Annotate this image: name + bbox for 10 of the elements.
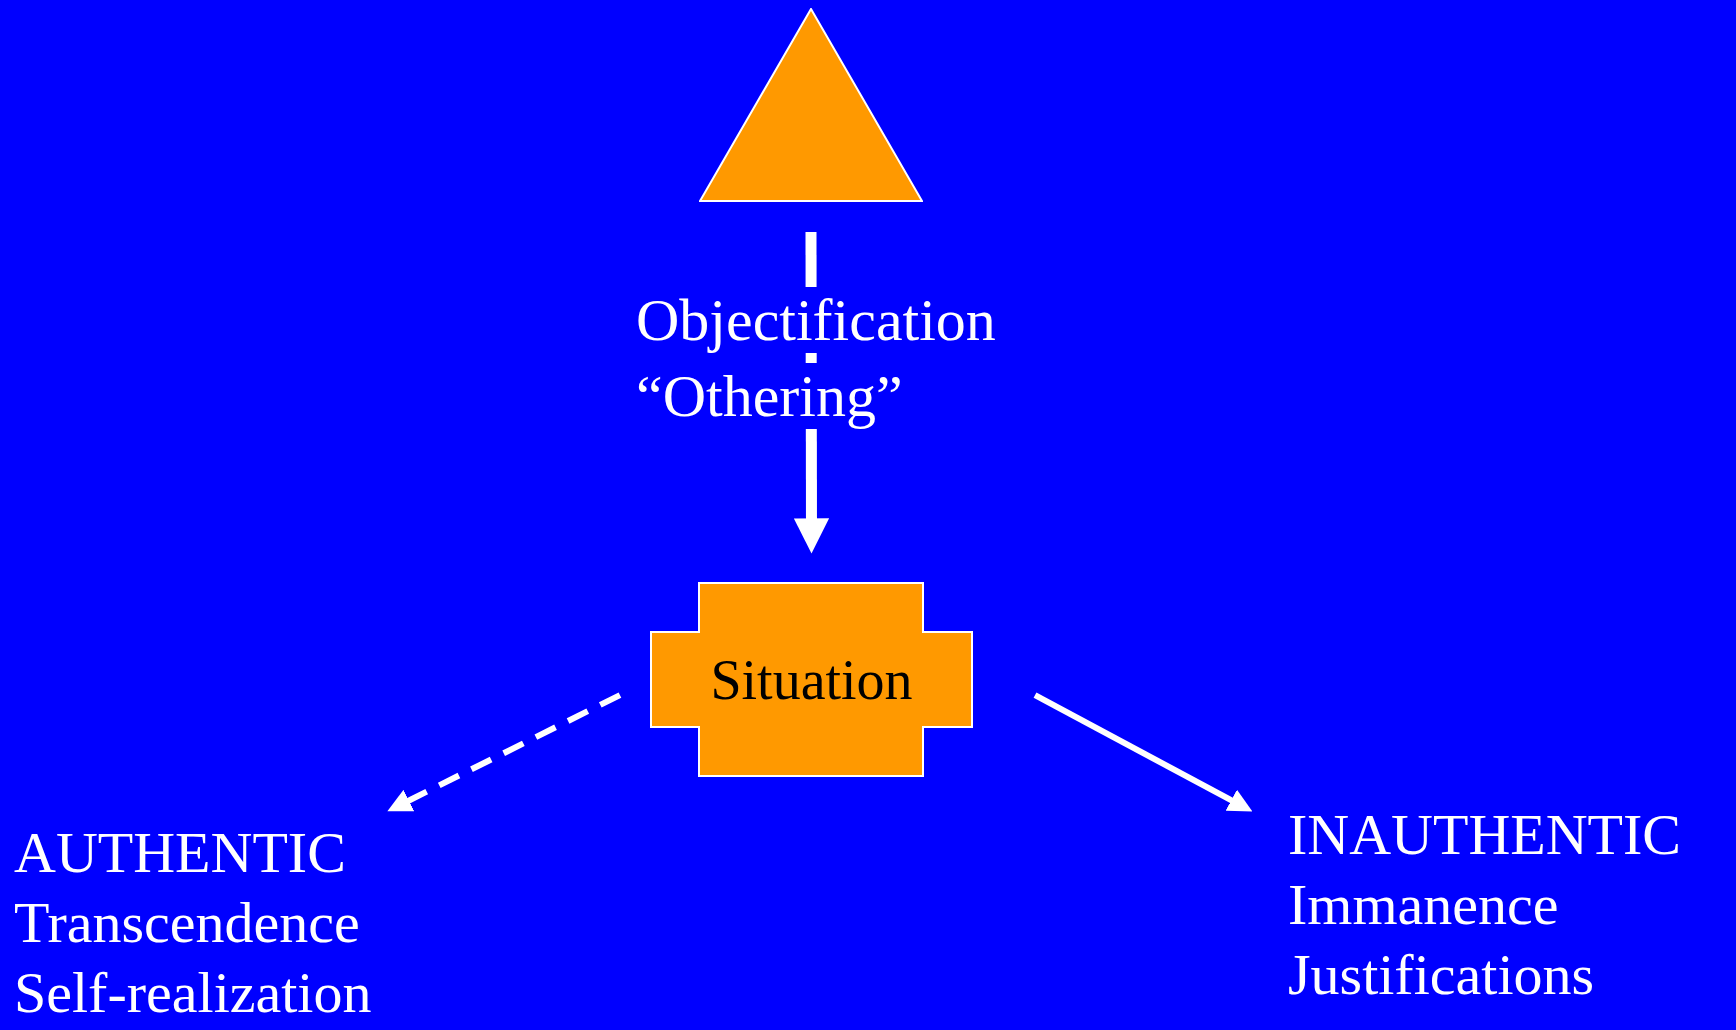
- arrow: [1033, 692, 1253, 812]
- text-line: Self-realization: [14, 959, 372, 1027]
- text-line: Immanence: [1288, 871, 1559, 939]
- text-line: Transcendence: [14, 889, 360, 957]
- edge-label: Objectification “Othering”: [636, 286, 997, 431]
- node-label: Situation: [710, 651, 913, 708]
- arrow: [387, 692, 622, 812]
- heading-text: AUTHENTIC: [14, 819, 346, 887]
- heading-text: INAUTHENTIC: [1288, 801, 1682, 869]
- text-line: Justifications: [1288, 941, 1595, 1009]
